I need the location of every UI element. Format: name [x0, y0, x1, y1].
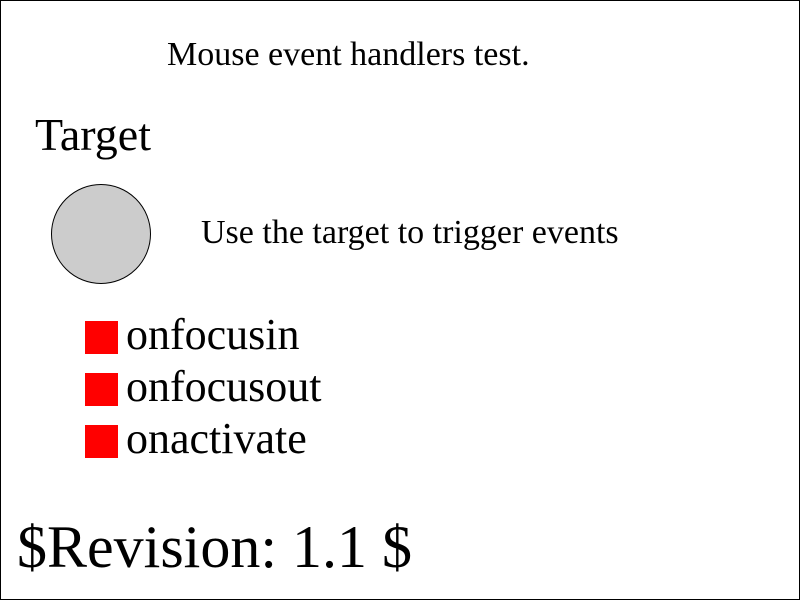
target-heading: Target — [35, 109, 151, 160]
event-indicator-list: onfocusin onfocusout onactivate — [85, 309, 322, 465]
target-instructions: Use the target to trigger events — [201, 214, 619, 251]
event-label: onactivate — [126, 414, 307, 463]
page-title: Mouse event handlers test. — [167, 36, 530, 73]
event-label: onfocusin — [126, 310, 300, 359]
event-indicator-onfocusout: onfocusout — [85, 361, 322, 413]
revision-label: $Revision: 1.1 $ — [17, 514, 413, 580]
event-status-marker — [85, 372, 118, 406]
event-indicator-onfocusin: onfocusin — [85, 309, 322, 361]
target-circle[interactable] — [51, 184, 151, 284]
event-label: onfocusout — [126, 362, 322, 411]
event-indicator-onactivate: onactivate — [85, 413, 322, 465]
event-status-marker — [85, 320, 118, 354]
event-status-marker — [85, 424, 118, 458]
